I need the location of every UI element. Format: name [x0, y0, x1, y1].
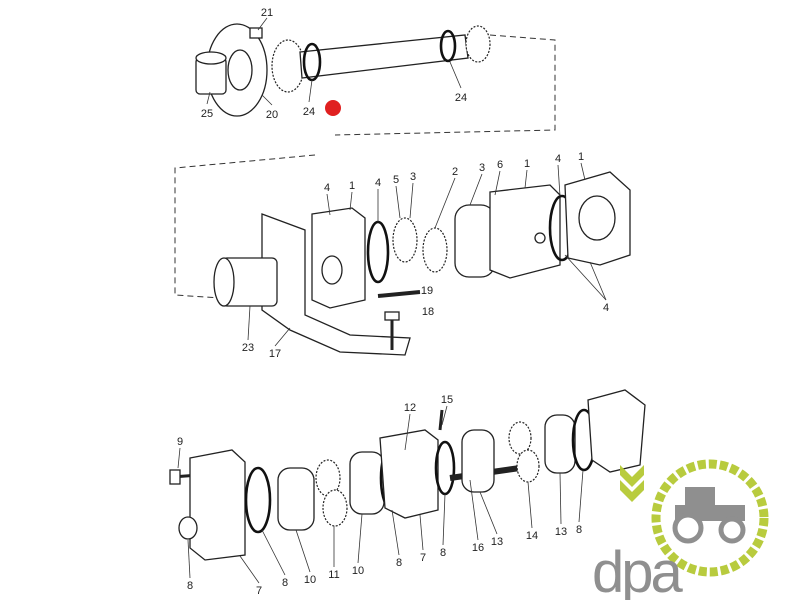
- label-13: 13: [555, 526, 567, 538]
- bushing-13-b: [544, 414, 576, 474]
- seal-ring-4: [366, 220, 390, 284]
- label-25: 25: [201, 108, 213, 120]
- gear-upper-2: [392, 217, 418, 263]
- seal-ring-8-c: [434, 440, 456, 496]
- label-7: 7: [256, 585, 262, 597]
- label-1: 1: [578, 151, 584, 163]
- label-16: 16: [472, 542, 484, 554]
- label-1: 1: [349, 180, 355, 192]
- label-24: 24: [303, 106, 315, 118]
- bolt-18-head: [384, 311, 400, 321]
- label-15: 15: [441, 394, 453, 406]
- dashed-frame-middle: [174, 154, 316, 299]
- mounting-bracket-17: [261, 213, 411, 356]
- body-port: [534, 232, 546, 244]
- label-19: 19: [421, 285, 433, 297]
- highlight-marker: [325, 100, 341, 116]
- rear-cover-boss: [578, 195, 616, 241]
- port-fitting-8: [178, 516, 198, 540]
- label-11: 11: [328, 569, 339, 581]
- label-7: 7: [420, 552, 426, 564]
- label-2: 2: [452, 166, 458, 178]
- front-cover-7: [189, 449, 246, 561]
- label-8: 8: [576, 524, 582, 536]
- label-13: 13: [491, 536, 503, 548]
- label-8: 8: [187, 580, 193, 592]
- single-pump-assembly: 4 1 4 5 3 2 3 6 1 4 1 19 18 23 17 4: [174, 151, 631, 360]
- label-21: 21: [261, 7, 273, 19]
- label-18: 18: [422, 306, 434, 318]
- dpa-logo-text: dpa: [592, 540, 684, 600]
- label-4: 4: [324, 182, 330, 194]
- label-1: 1: [524, 158, 530, 170]
- label-8: 8: [282, 577, 288, 589]
- gear-11-upper: [315, 459, 341, 497]
- gear-14-upper: [508, 421, 532, 455]
- bushing-10-b: [349, 451, 385, 515]
- flange-bore: [227, 49, 253, 91]
- wheat-icon: [620, 465, 644, 502]
- label-14: 14: [526, 530, 538, 542]
- hub-end: [195, 51, 227, 65]
- dpa-logo-watermark: dpa: [592, 459, 769, 600]
- gear-14-lower: [516, 449, 540, 483]
- drive-shaft: [299, 34, 469, 79]
- label-5: 5: [393, 174, 399, 186]
- label-6: 6: [497, 159, 503, 171]
- pump-body-1: [489, 184, 561, 279]
- label-10: 10: [352, 565, 364, 577]
- dashed-frame-top: [334, 34, 556, 136]
- middle-body-7: [379, 429, 439, 519]
- label-3: 3: [479, 162, 485, 174]
- bolt-9-head: [169, 469, 181, 485]
- coupling-end: [213, 257, 235, 307]
- bushing-13-a: [461, 429, 495, 493]
- seal-ring-8-a: [244, 466, 272, 534]
- shaft-gear-right: [465, 25, 491, 63]
- label-12: 12: [404, 402, 416, 414]
- label-8: 8: [440, 547, 446, 559]
- label-3: 3: [410, 171, 416, 183]
- screw-15: [438, 409, 444, 431]
- label-24: 24: [455, 92, 467, 104]
- o-ring-24-right: [439, 29, 457, 63]
- label-4: 4: [375, 177, 381, 189]
- label-4: 4: [555, 153, 561, 165]
- bushing-10-a: [277, 467, 315, 531]
- label-8: 8: [396, 557, 402, 569]
- drive-shaft-assembly: 21 25 20 24 24: [195, 7, 556, 136]
- tandem-pump-assembly: 12 15 9 8 7 8 10 11 10 8 7 8 16 13 14 13…: [169, 389, 646, 597]
- cover-bore: [321, 255, 343, 285]
- label-17: 17: [269, 348, 281, 360]
- bushing-3: [454, 204, 496, 278]
- gear-ring-icon: [651, 459, 769, 577]
- label-4: 4: [603, 302, 609, 314]
- label-10: 10: [304, 574, 316, 586]
- label-20: 20: [266, 109, 278, 121]
- label-23: 23: [242, 342, 254, 354]
- gear-11-lower: [322, 489, 348, 527]
- end-cover-1: [311, 207, 366, 309]
- gear-lower-2: [422, 227, 448, 273]
- label-9: 9: [177, 436, 183, 448]
- bolt-19: [377, 290, 421, 298]
- rear-cover-7: [587, 389, 646, 473]
- bolt-part-21: [249, 27, 263, 39]
- tractor-icon: [672, 487, 746, 544]
- shaft-gear-left: [271, 39, 305, 93]
